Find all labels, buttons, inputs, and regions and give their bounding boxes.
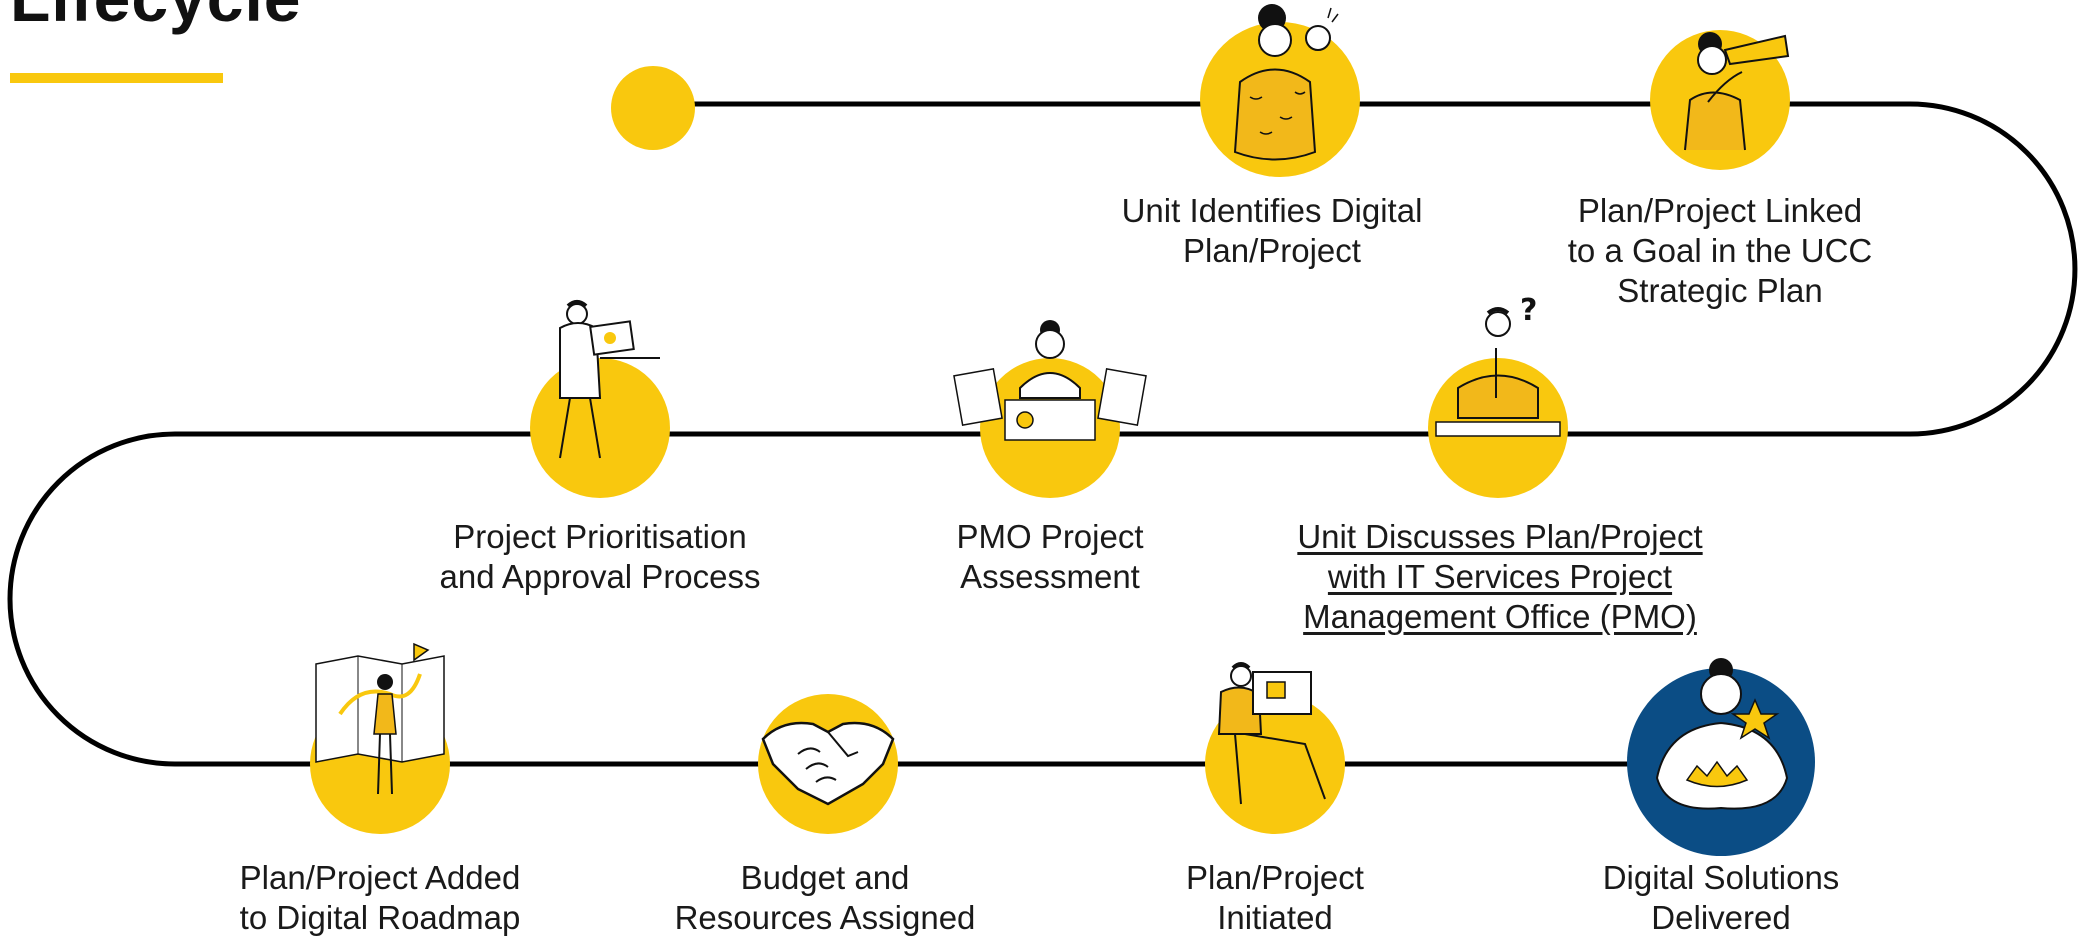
step-label-line: Plan/Project Added xyxy=(239,859,521,896)
title-underline xyxy=(10,73,223,83)
person-monitor-icon xyxy=(1217,662,1326,805)
step-4-label: PMO Project Assessment xyxy=(920,517,1180,597)
step-1-label: Unit Identifies Digital Plan/Project xyxy=(1087,191,1457,271)
step-4-circle xyxy=(953,320,1147,498)
step-2-circle xyxy=(1650,30,1790,170)
step-8-circle xyxy=(1205,662,1345,834)
step-label-line: Unit Identifies Digital xyxy=(1121,192,1423,229)
person-telescope-icon xyxy=(1684,32,1790,151)
step-label-line[interactable]: Unit Discusses Plan/Project xyxy=(1297,518,1703,555)
step-6-label: Plan/Project Added to Digital Roadmap xyxy=(205,858,555,938)
svg-text:?: ? xyxy=(1520,293,1537,328)
step-5-label: Project Prioritisation and Approval Proc… xyxy=(400,517,800,597)
step-label-line: Assessment xyxy=(960,558,1140,595)
page-title: Lifecycle xyxy=(10,0,302,36)
step-1-circle xyxy=(1200,4,1360,177)
step-9-label: Digital Solutions Delivered xyxy=(1571,858,1871,938)
step-7-label: Budget and Resources Assigned xyxy=(650,858,1000,938)
step-label-line: Initiated xyxy=(1217,899,1333,936)
step-3-label[interactable]: Unit Discusses Plan/Project with IT Serv… xyxy=(1270,517,1730,637)
step-2-label: Plan/Project Linked to a Goal in the UCC… xyxy=(1540,191,1900,311)
step-7-circle xyxy=(758,694,898,834)
step-label-line: to Digital Roadmap xyxy=(239,899,521,936)
person-laptop-icon xyxy=(559,300,660,459)
step-5-circle xyxy=(530,300,670,498)
step-label-line[interactable]: with IT Services Project xyxy=(1327,558,1673,595)
step-label-line: Plan/Project xyxy=(1186,859,1364,896)
person-documents-icon xyxy=(953,320,1147,441)
step-label-line: Budget and xyxy=(740,859,910,896)
step-label-line: Resources Assigned xyxy=(674,899,976,936)
step-9-circle xyxy=(1627,658,1815,856)
step-label-line: PMO Project xyxy=(956,518,1144,555)
step-label-line: Project Prioritisation xyxy=(453,518,747,555)
person-map-icon xyxy=(315,642,445,795)
step-6-circle xyxy=(310,642,450,834)
person-star-icon xyxy=(1655,658,1789,810)
step-label-line: Delivered xyxy=(1651,899,1791,936)
step-8-label: Plan/Project Initiated xyxy=(1125,858,1425,938)
step-label-line: Plan/Project Linked xyxy=(1577,192,1863,229)
step-label-line: Strategic Plan xyxy=(1617,272,1823,309)
step-label-line: to a Goal in the UCC xyxy=(1567,232,1873,269)
step-3-circle: ? xyxy=(1428,293,1568,498)
step-label-line: and Approval Process xyxy=(439,558,761,595)
person-thinking-icon: ? xyxy=(1435,293,1561,437)
handshake-icon xyxy=(761,721,895,806)
step-label-line[interactable]: Management Office (PMO) xyxy=(1303,598,1697,635)
person-lightbulb-icon xyxy=(1233,4,1339,161)
step-label-line: Plan/Project xyxy=(1183,232,1361,269)
step-label-line: Digital Solutions xyxy=(1602,859,1840,896)
path-start-dot xyxy=(611,66,695,150)
